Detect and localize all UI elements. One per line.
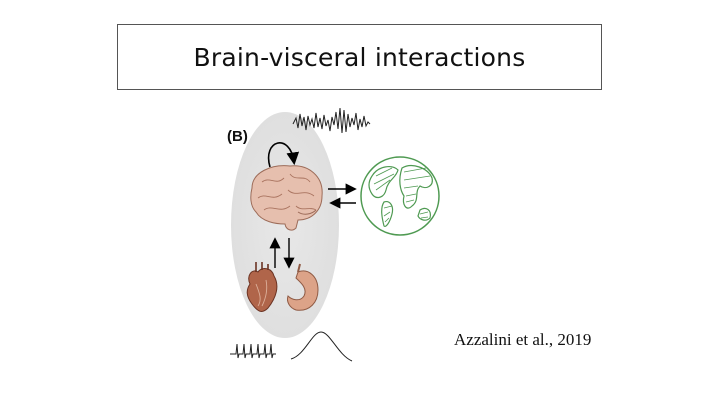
brain-icon	[250, 165, 323, 231]
ecg-waveform-icon	[230, 343, 276, 359]
panel-label: (B)	[227, 128, 248, 145]
eeg-waveform-icon	[292, 107, 371, 134]
stomach-icon	[287, 263, 319, 311]
heart-icon	[246, 262, 278, 312]
citation: Azzalini et al., 2019	[454, 330, 592, 349]
self-loop-arrow	[267, 142, 300, 168]
slide-title: Brain-visceral interactions	[193, 42, 526, 72]
gastric-wave-icon	[290, 331, 353, 362]
title-box: Brain-visceral interactions	[117, 24, 602, 90]
globe-icon	[360, 156, 440, 236]
